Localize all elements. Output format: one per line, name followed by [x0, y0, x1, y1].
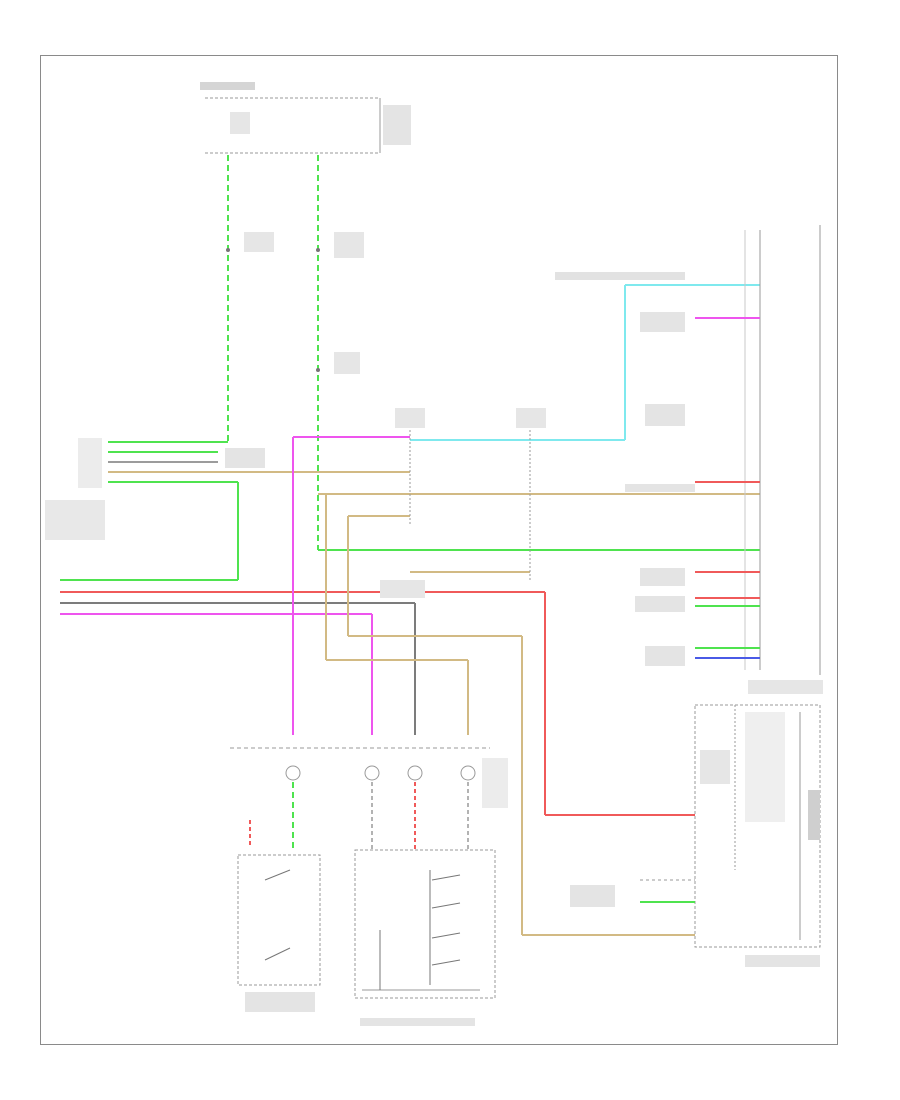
right-lower-box: [694, 704, 821, 967]
wire-label: [640, 312, 685, 332]
left-connector-wires: [60, 441, 410, 581]
splice-label: [395, 408, 425, 428]
splice-label: [516, 408, 546, 428]
wire-label: [645, 404, 685, 426]
right-lower-caption: [745, 955, 820, 967]
splice-label: [244, 232, 274, 252]
junction-dot: [316, 248, 320, 252]
harness-lines: [60, 591, 695, 816]
right-connector: [744, 225, 823, 694]
splice-label: [380, 580, 425, 598]
splice-label: [334, 232, 364, 258]
left-pin-labels: [78, 438, 102, 488]
right-connector-label: [748, 680, 823, 694]
junction-dot: [316, 368, 320, 372]
top-box-side-label: [383, 105, 411, 145]
wire-label: [635, 596, 685, 612]
green-wire-right: [317, 155, 760, 551]
junction-dot: [226, 248, 230, 252]
wire-label: [640, 568, 685, 586]
left-component-label: [45, 500, 105, 540]
tan-wires: [318, 493, 760, 936]
top-box-label: [200, 82, 255, 90]
splice-label: [334, 352, 360, 374]
right-lower-wires: [570, 879, 695, 907]
connector-row: [230, 747, 508, 808]
diagram-frame: [40, 55, 838, 1045]
right-connector-wires: [695, 317, 760, 659]
top-component-box: [200, 82, 411, 154]
bottom-middle-box: [354, 849, 496, 1026]
bottom-left-caption: [245, 992, 315, 1012]
left-splice-label: [225, 448, 265, 468]
lower-wires: [249, 782, 469, 850]
bottom-middle-caption: [360, 1018, 475, 1026]
wire-label: [645, 646, 685, 666]
wire-label: [555, 272, 685, 280]
magenta-wire: [292, 436, 410, 735]
wire-label: [625, 484, 695, 492]
bottom-left-box: [237, 854, 321, 1012]
cyan-wire: [410, 284, 760, 441]
